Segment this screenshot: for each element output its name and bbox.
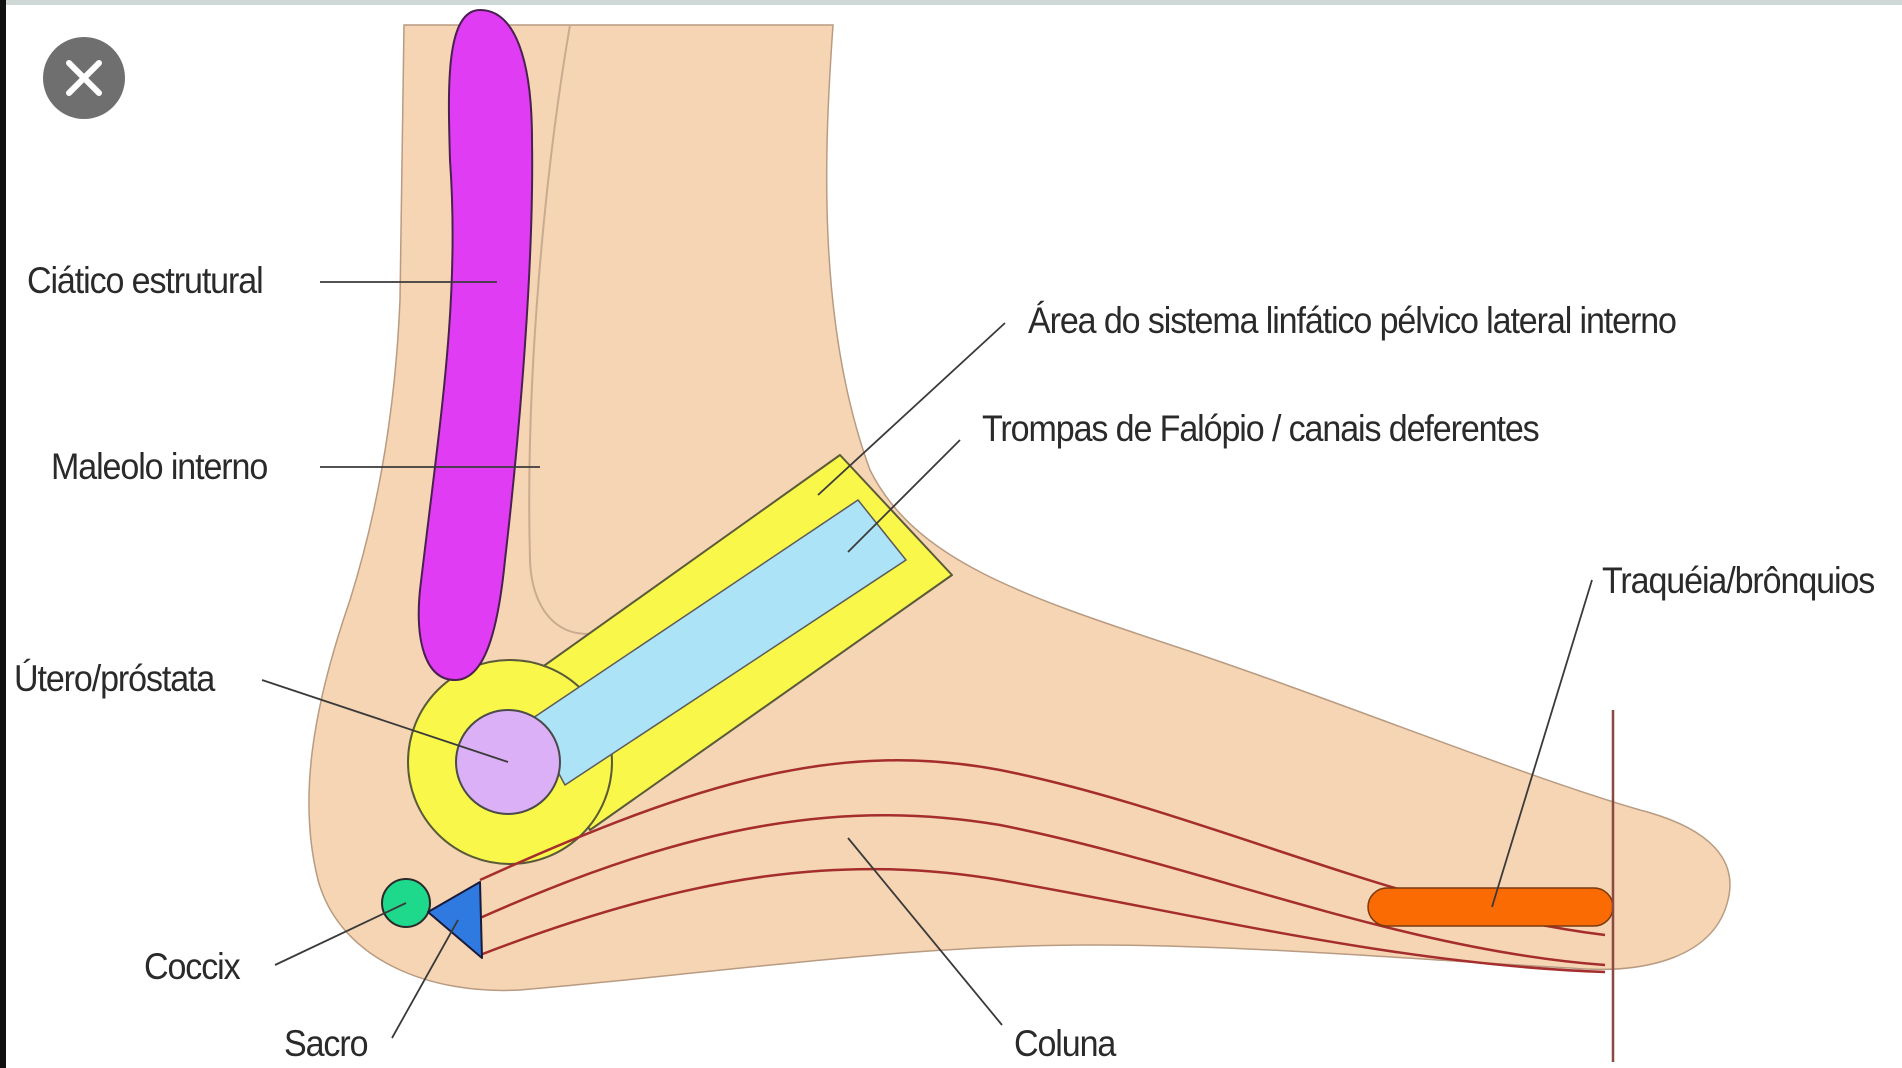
close-button[interactable]	[43, 37, 125, 119]
close-icon	[43, 37, 125, 119]
label-maleolo: Maleolo interno	[51, 448, 267, 485]
label-traqueia: Traquéia/brônquios	[1602, 562, 1874, 599]
label-trompas: Trompas de Falópio / canais deferentes	[982, 410, 1539, 447]
label-sacro: Sacro	[284, 1025, 367, 1062]
label-utero: Útero/próstata	[14, 660, 214, 697]
label-ciatico: Ciático estrutural	[27, 262, 263, 299]
trachea-zone	[1368, 888, 1613, 926]
label-coccix: Coccix	[144, 948, 240, 985]
label-area-linfatico: Área do sistema linfático pélvico latera…	[1028, 302, 1676, 339]
label-coluna: Coluna	[1014, 1025, 1115, 1062]
